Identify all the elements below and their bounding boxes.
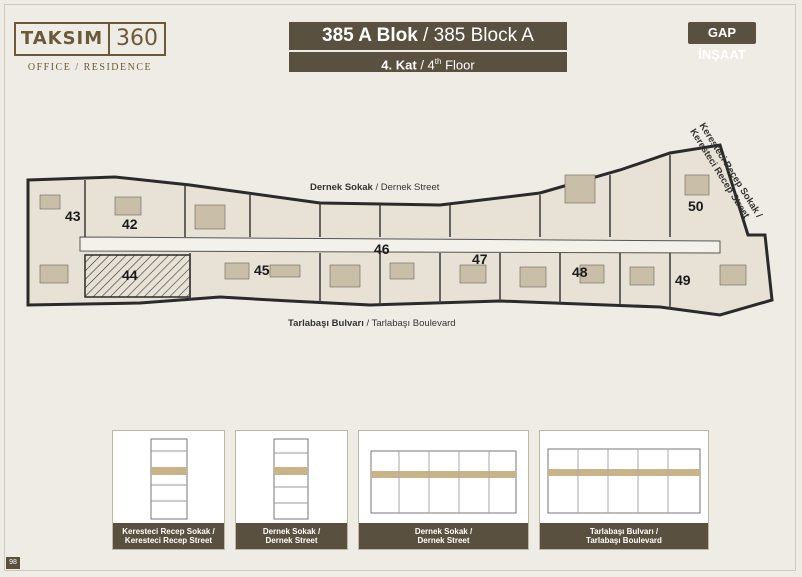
block-title-tr: 385 A Blok	[322, 25, 418, 46]
corridor	[79, 236, 721, 254]
elevation-drawing-1	[150, 438, 188, 520]
logo-text-taksim: TAKSIM	[16, 24, 110, 54]
thumbnail-caption-4: Tarlabaşı Bulvarı / Tarlabaşı Boulevard	[540, 523, 708, 549]
logo-box: TAKSIM 360	[14, 22, 166, 56]
elevation-drawing-4	[547, 448, 701, 514]
street-north-tr: Dernek Sokak	[310, 182, 373, 193]
unit-44-label: 44	[122, 267, 138, 283]
thumbnail-caption-3: Dernek Sokak / Dernek Street	[359, 523, 528, 549]
page-title: 385 A Blok / 385 Block A 4. Kat / 4th Fl…	[289, 22, 567, 72]
block-title-en: 385 Block A	[433, 25, 534, 46]
caption-3-line1: Dernek Sokak /	[414, 527, 473, 536]
floor-plan-drawing: 43 42 44 45 46 47 48 49 50	[26, 143, 774, 317]
page-frame	[4, 4, 796, 571]
unit-50-label: 50	[688, 198, 704, 214]
block-title-sep: /	[417, 25, 434, 46]
street-north-label: Dernek Sokak / Dernek Street	[310, 182, 439, 193]
unit-43-label: 43	[65, 208, 81, 224]
unit-47-label: 47	[472, 251, 488, 267]
page-number: 98	[6, 557, 20, 569]
unit-49-label: 49	[675, 272, 691, 288]
floor-title-en: Floor	[441, 57, 475, 73]
street-north-en: / Dernek Street	[372, 182, 440, 193]
caption-2-line2: Dernek Street	[265, 536, 318, 545]
thumbnail-caption-1: Keresteci Recep Sokak / Keresteci Recep …	[113, 523, 224, 549]
floor-title-tr: 4. Kat	[381, 57, 417, 73]
floor-title-num: 4	[427, 57, 435, 73]
street-south-tr: Tarlabaşı Bulvarı	[288, 318, 364, 329]
logo-text-360: 360	[116, 26, 158, 51]
caption-4-line2: Tarlabaşı Boulevard	[586, 536, 662, 545]
floor-title-sep: /	[416, 57, 428, 73]
caption-1-line1: Keresteci Recep Sokak /	[122, 527, 215, 536]
caption-4-line1: Tarlabaşı Bulvarı /	[589, 527, 659, 536]
gap-insaat-logo: GAP İNŞAAT	[688, 22, 756, 62]
unit-48-label: 48	[572, 264, 588, 280]
floor-plan: 43 42 44 45 46 47 48 49 50 Dernek Sokak …	[20, 115, 790, 345]
street-south-en: / Tarlabaşı Boulevard	[363, 318, 456, 329]
elevation-drawing-2	[273, 438, 309, 520]
block-title: 385 A Blok / 385 Block A	[289, 22, 567, 50]
caption-2-line1: Dernek Sokak /	[262, 527, 321, 536]
street-south-label: Tarlabaşı Bulvarı / Tarlabaşı Boulevard	[288, 318, 456, 329]
furniture	[39, 174, 747, 288]
floor-title-sup: th	[434, 57, 442, 66]
caption-3-line2: Dernek Street	[417, 536, 470, 545]
unit-46-label: 46	[374, 241, 390, 257]
thumbnail-tarlabasi: Tarlabaşı Bulvarı / Tarlabaşı Boulevard	[539, 430, 709, 550]
caption-1-line2: Keresteci Recep Street	[124, 536, 213, 545]
floor-title: 4. Kat / 4th Floor	[289, 52, 567, 72]
thumbnail-caption-2: Dernek Sokak / Dernek Street	[236, 523, 347, 549]
interior-walls	[84, 155, 671, 309]
thumbnail-dernek-1: Dernek Sokak / Dernek Street	[235, 430, 348, 550]
unit-42-label: 42	[122, 216, 138, 232]
logo-subtitle: OFFICE / RESIDENCE	[27, 62, 153, 73]
thumbnail-dernek-2: Dernek Sokak / Dernek Street	[358, 430, 529, 550]
elevation-drawing-3	[370, 450, 517, 514]
thumbnail-keresteci: Keresteci Recep Sokak / Keresteci Recep …	[112, 430, 225, 550]
taksim360-logo: TAKSIM 360 OFFICE / RESIDENCE	[14, 22, 174, 82]
unit-45-label: 45	[254, 262, 270, 278]
